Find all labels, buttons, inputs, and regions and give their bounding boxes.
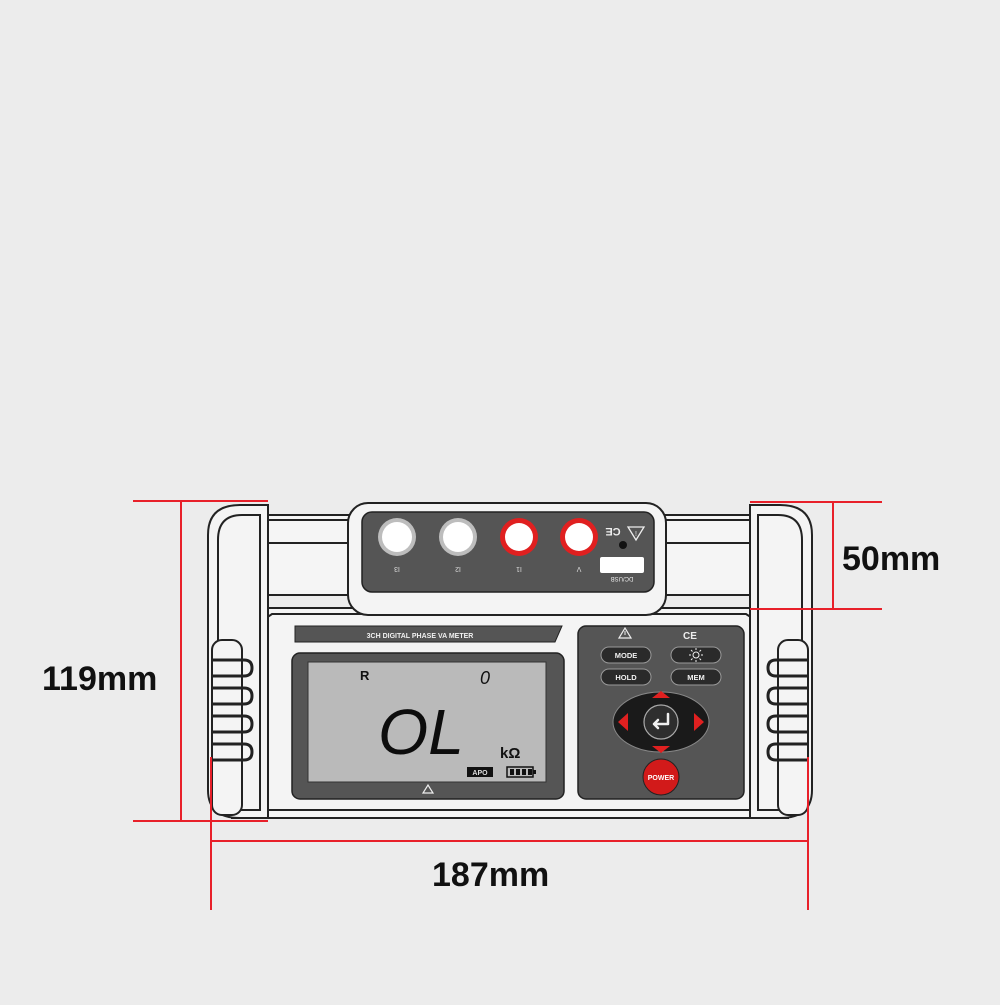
width-dimension-label: 187mm bbox=[432, 856, 549, 894]
mode-button-label: MODE bbox=[615, 651, 638, 660]
backlight-icon bbox=[689, 648, 703, 662]
terminal-v[interactable]: V bbox=[560, 518, 598, 572]
height-dimension-label: 119mm bbox=[42, 660, 157, 698]
nav-up-arrow-icon[interactable] bbox=[652, 691, 670, 698]
enter-button[interactable] bbox=[643, 704, 679, 740]
nav-right-arrow-icon[interactable] bbox=[694, 713, 704, 731]
lcd-mode-indicator: R bbox=[360, 668, 370, 683]
nav-down-arrow-icon[interactable] bbox=[652, 746, 670, 753]
battery-icon bbox=[506, 766, 536, 778]
apo-label: APO bbox=[472, 770, 488, 777]
mem-button-label: MEM bbox=[687, 673, 705, 682]
hold-button[interactable]: HOLD bbox=[600, 668, 652, 686]
terminal-i1[interactable]: I1 bbox=[500, 518, 538, 572]
ce-mark-icon: CE bbox=[683, 631, 697, 642]
lcd-range-digit: 0 bbox=[480, 668, 490, 688]
nav-left-arrow-icon[interactable] bbox=[618, 713, 628, 731]
lcd-main-reading: OL bbox=[378, 696, 464, 768]
nav-pad bbox=[612, 691, 710, 753]
warning-icon bbox=[617, 626, 633, 639]
lcd-unit: kΩ bbox=[500, 745, 520, 762]
svg-text:!: ! bbox=[635, 531, 637, 538]
terminal-i3-label: I3 bbox=[394, 565, 400, 572]
terminal-block: I3 I2 I1 V CE ! DC/USB bbox=[347, 502, 667, 616]
backlight-button[interactable] bbox=[670, 646, 722, 664]
right-bumper bbox=[749, 504, 813, 819]
terminal-i3[interactable]: I3 bbox=[378, 518, 416, 572]
model-strip: 3CH DIGITAL PHASE VA METER bbox=[294, 625, 563, 643]
mode-button[interactable]: MODE bbox=[600, 646, 652, 664]
port-indicator bbox=[619, 541, 627, 549]
terminal-i2[interactable]: I2 bbox=[439, 518, 477, 572]
hold-button-label: HOLD bbox=[615, 673, 637, 682]
apo-badge bbox=[467, 767, 493, 777]
power-button[interactable]: POWER bbox=[642, 758, 680, 796]
enter-icon bbox=[652, 712, 670, 730]
depth-dimension-label: 50mm bbox=[842, 540, 940, 578]
lcd-screen bbox=[307, 661, 547, 783]
dimension-lines bbox=[133, 500, 882, 910]
warning-icon: ! bbox=[626, 526, 646, 542]
usb-port[interactable] bbox=[600, 557, 644, 573]
power-button-label: POWER bbox=[648, 775, 674, 782]
model-label: 3CH DIGITAL PHASE VA METER bbox=[367, 633, 474, 640]
terminal-i2-label: I2 bbox=[455, 565, 461, 572]
left-bumper bbox=[207, 504, 269, 819]
terminal-v-label: V bbox=[576, 565, 581, 572]
mem-button[interactable]: MEM bbox=[670, 668, 722, 686]
port-label: DC/USB bbox=[611, 575, 634, 581]
terminal-i1-label: I1 bbox=[516, 565, 522, 572]
ce-mark-icon: CE bbox=[605, 525, 620, 537]
svg-text:CE: CE bbox=[605, 525, 620, 537]
warning-icon bbox=[421, 783, 435, 794]
